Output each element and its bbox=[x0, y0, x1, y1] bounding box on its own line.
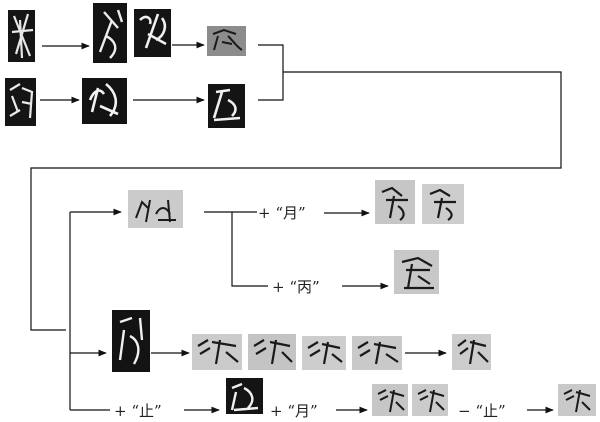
glyph-tile-r1-b bbox=[93, 3, 127, 63]
glyph-tile-b4-a bbox=[226, 378, 263, 414]
op-add-zhi: + “止” bbox=[114, 402, 162, 420]
glyph-tile-b2-a bbox=[394, 250, 439, 294]
glyph-tile-r1-d bbox=[207, 26, 246, 56]
glyph-tile-b3-d bbox=[302, 336, 346, 370]
connector-to-bottom bbox=[30, 71, 562, 331]
glyph-tile-b1-a bbox=[128, 190, 183, 228]
glyph-tile-b1-c bbox=[422, 184, 464, 224]
glyph-tile-b4-c bbox=[412, 384, 448, 416]
glyph-tile-b1-b bbox=[375, 180, 415, 224]
op-remove-zhi: − “止” bbox=[458, 402, 506, 420]
glyph-tile-r2-c bbox=[208, 84, 245, 128]
glyph-tile-b3-f bbox=[452, 334, 491, 370]
glyph-tile-b3-a bbox=[112, 310, 150, 372]
glyph-tile-r1-a bbox=[8, 10, 35, 62]
glyph-tile-b4-b bbox=[372, 384, 408, 416]
glyph-tile-r2-a bbox=[5, 78, 36, 126]
glyph-tile-b3-c bbox=[248, 334, 296, 370]
merge-bracket bbox=[258, 44, 284, 101]
op-add-yue-1: + “月” bbox=[258, 204, 306, 222]
glyph-tile-b4-d bbox=[558, 384, 596, 416]
glyph-tile-b3-e bbox=[352, 336, 402, 370]
op-add-bing: + “丙” bbox=[272, 278, 320, 296]
glyph-tile-b3-b bbox=[192, 334, 242, 370]
branch1-split bbox=[204, 211, 268, 287]
op-add-yue-2: + “月” bbox=[270, 402, 318, 420]
glyph-tile-r1-c bbox=[134, 9, 171, 57]
glyph-tile-r2-b bbox=[82, 78, 127, 124]
